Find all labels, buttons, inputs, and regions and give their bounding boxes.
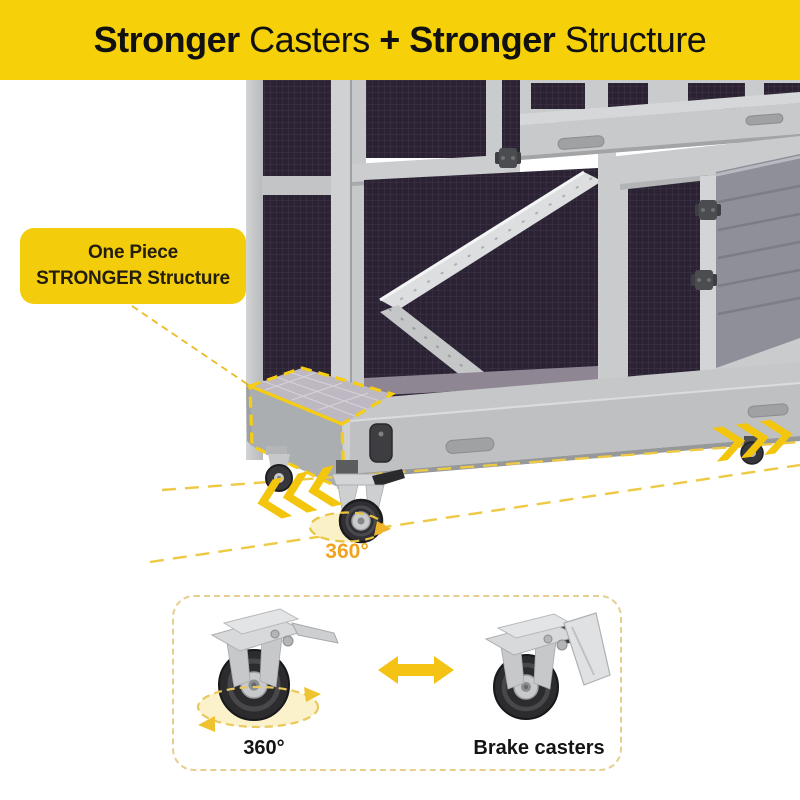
banner-title: Stronger Casters + Stronger Structure <box>94 19 707 61</box>
cage-illustration: 360° <box>131 80 800 564</box>
swivel-arrow-icon <box>198 716 215 732</box>
left-side-panel <box>246 80 353 476</box>
hinge-icon <box>495 148 521 168</box>
tray-drawer <box>520 92 800 160</box>
banner-bold-2: + Stronger <box>379 19 556 60</box>
ramp-upper <box>379 170 602 310</box>
banner-bold-1: Stronger <box>93 19 241 60</box>
right-section <box>520 80 800 410</box>
rotation-arrow-icon <box>374 521 391 536</box>
hinge-icon <box>691 270 717 290</box>
front-caster <box>331 460 405 544</box>
cage-body <box>246 80 800 490</box>
right-chevrons-icon <box>712 419 793 462</box>
ground-dash-line-upper <box>161 440 800 492</box>
swivel-ellipse <box>196 685 320 729</box>
callout-line-2: STRONGER Structure <box>36 268 230 289</box>
brake-label: Brake casters <box>473 737 605 759</box>
brake-caster-figure <box>484 612 611 720</box>
caster-bracket <box>484 613 582 690</box>
photo-rotation-label: 360° <box>325 540 368 563</box>
banner: Stronger Casters + Stronger Structure <box>0 0 800 80</box>
caster-bracket <box>210 608 339 688</box>
front-left-section <box>352 80 616 480</box>
double-arrow-icon <box>378 656 454 684</box>
banner-regular-2: Structure <box>555 19 707 60</box>
left-chevrons-icon <box>257 465 343 519</box>
hinge-icon <box>695 200 721 220</box>
caster-comparison-panel: 360° <box>172 595 622 771</box>
callout-line-1: One Piece <box>87 242 179 263</box>
ramp-lower <box>380 305 502 394</box>
swivel-label: 360° <box>243 737 285 759</box>
rear-caster <box>265 446 293 492</box>
wire-floor-strip <box>364 366 598 396</box>
swivel-arrow-icon <box>304 687 321 702</box>
solid-door <box>715 154 800 368</box>
product-photo: 360° <box>0 80 800 580</box>
swivel-caster-figure <box>196 608 339 732</box>
ground-dash-line-lower <box>149 463 800 564</box>
banner-regular-1: Casters <box>239 19 380 60</box>
callout-bubble: One Piece STRONGER Structure <box>20 228 246 304</box>
latch-handle <box>369 423 393 463</box>
callout-pointer-line <box>131 305 254 389</box>
one-piece-base <box>246 368 392 490</box>
brake-pedal <box>563 612 611 686</box>
